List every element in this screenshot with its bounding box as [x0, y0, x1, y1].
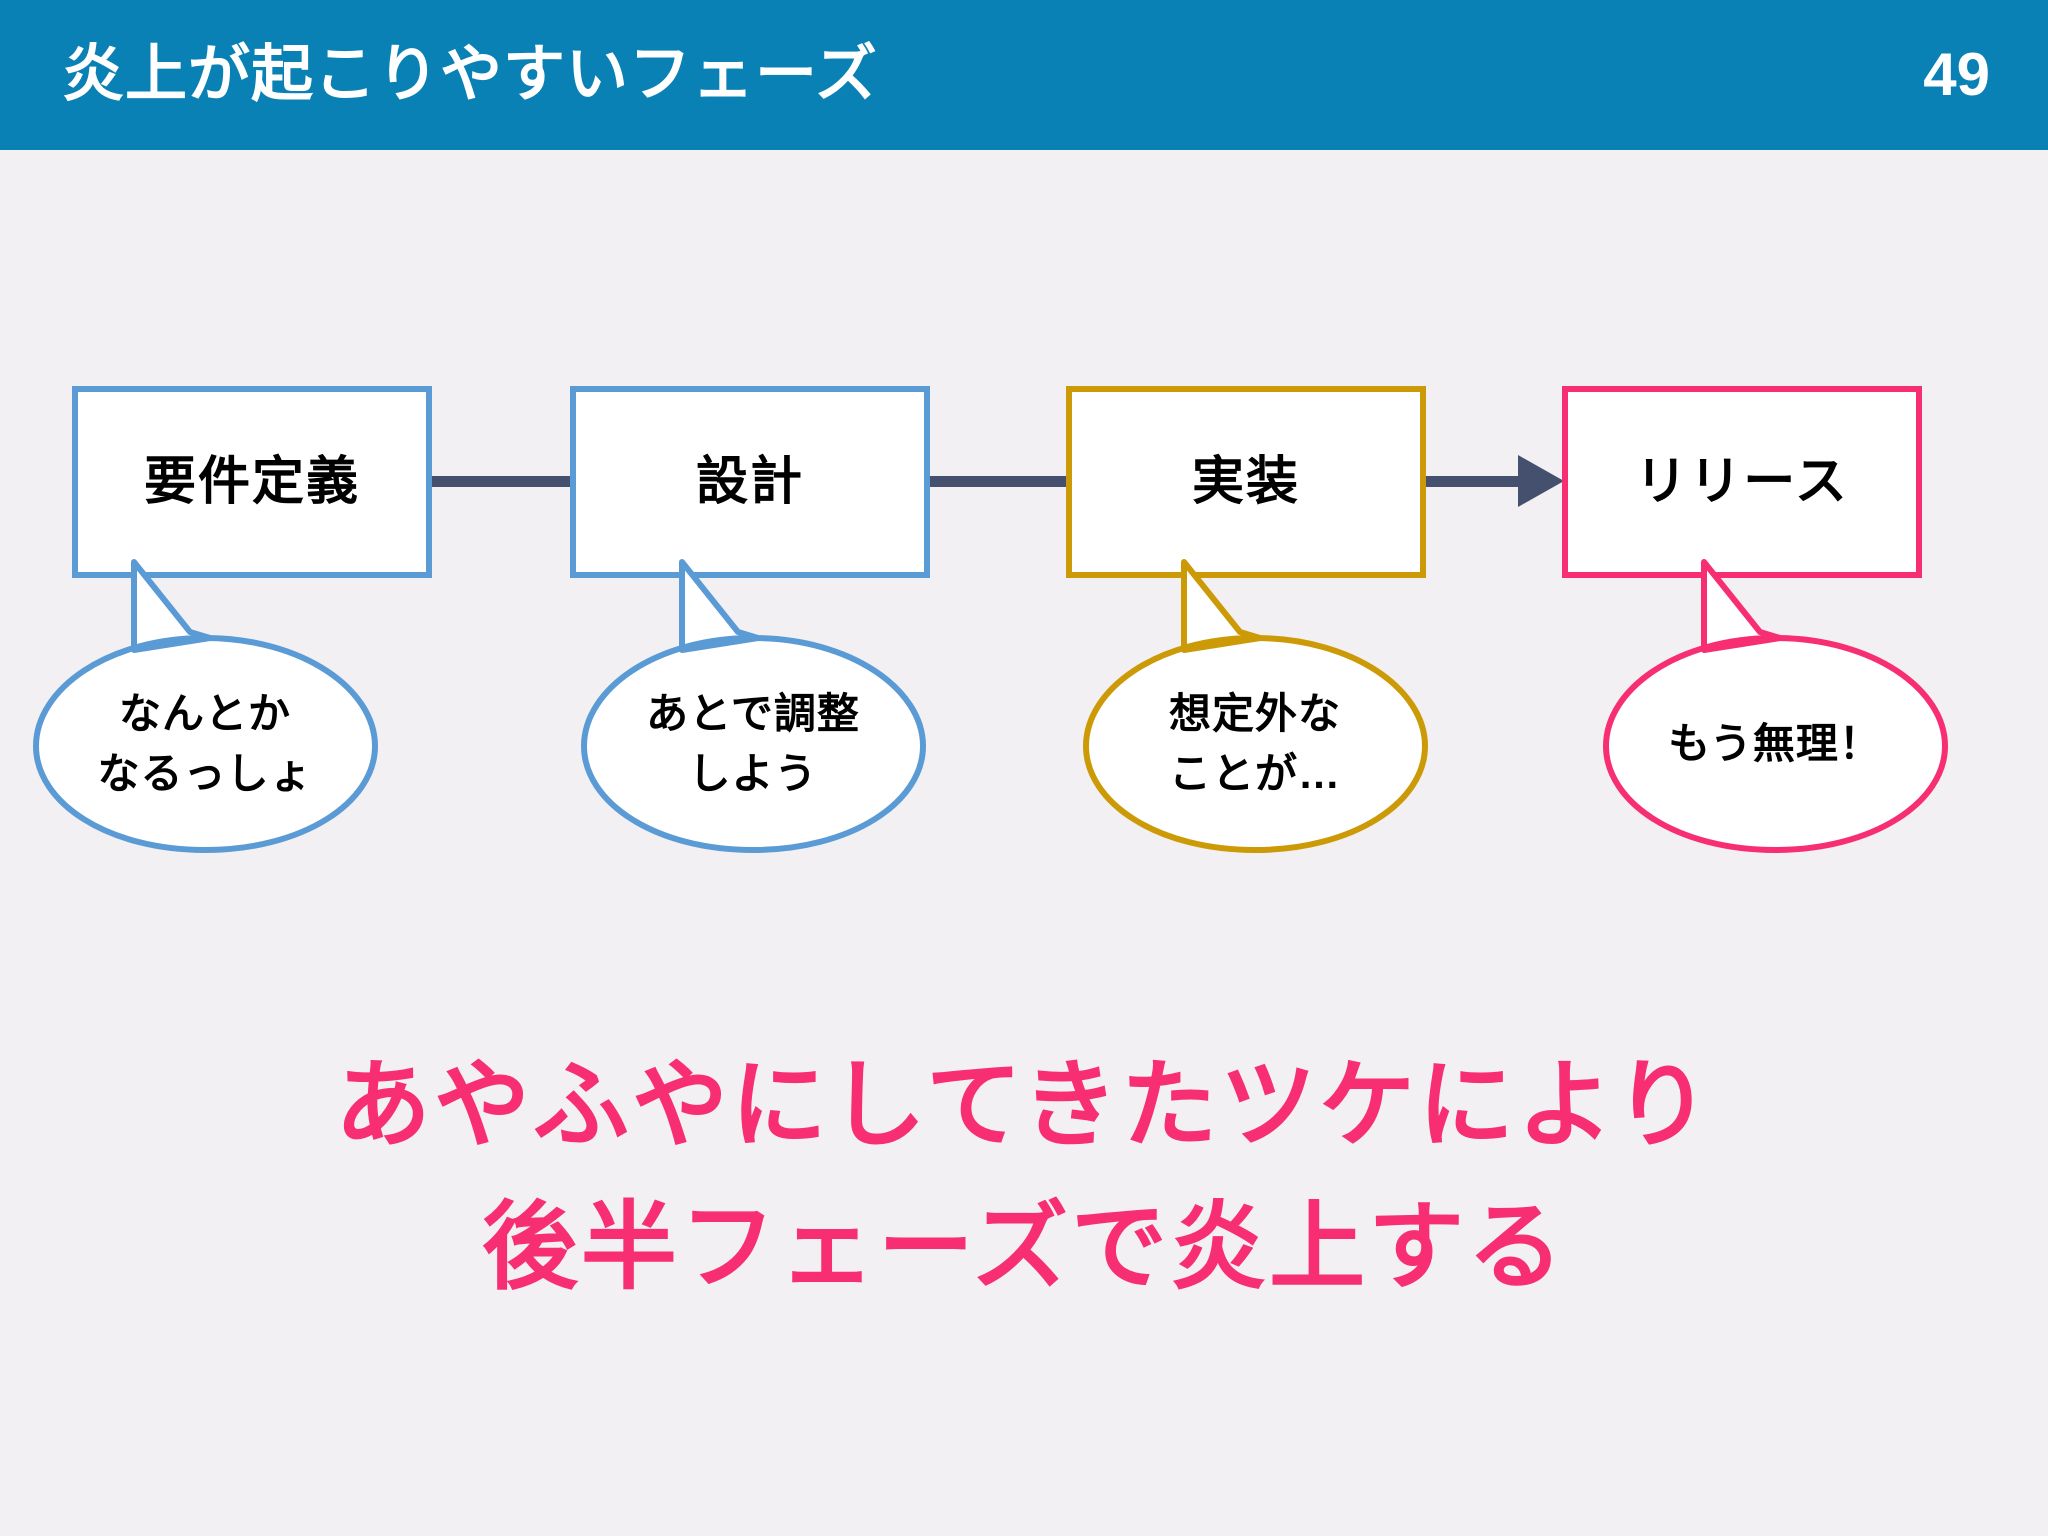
connector-line-3 — [1426, 476, 1522, 487]
phase-box-label: 要件定義 — [143, 453, 360, 511]
speech-bubble-requirements: なんとか なるっしょ — [30, 554, 380, 854]
phase-box-implementation[interactable]: 実装 — [1066, 386, 1426, 578]
speech-bubble-line: しよう — [688, 749, 818, 797]
speech-bubble-shape — [581, 559, 926, 853]
phase-box-design[interactable]: 設計 — [570, 386, 930, 578]
speech-bubble-text: 想定外な ことが… — [1080, 684, 1430, 803]
speech-bubble-line: なんとか — [118, 690, 291, 737]
phase-box-release[interactable]: リリース — [1562, 386, 1922, 578]
conclusion-text: あやふやにしてきたツケにより 後半フェーズで炎上する — [0, 1035, 2048, 1319]
speech-bubble-design: あとで調整 しよう — [578, 554, 928, 854]
speech-bubble-line: あとで調整 — [646, 690, 860, 737]
phase-box-requirements[interactable]: 要件定義 — [72, 386, 432, 578]
phase-box-label: 設計 — [695, 453, 804, 511]
speech-bubble-shape — [1083, 559, 1428, 853]
phase-flow-diagram: 要件定義 設計 実装 リリース なんとか なるっしょ あとで調整 しよう 想定外 — [0, 150, 2048, 980]
phase-box-label: リリース — [1635, 453, 1849, 511]
speech-bubble-implementation: 想定外な ことが… — [1080, 554, 1430, 854]
page-number: 49 — [1923, 41, 1990, 108]
page-title: 炎上が起こりやすいフェーズ — [62, 40, 878, 109]
arrow-head-icon — [1518, 455, 1564, 507]
speech-bubble-release: もう無理！ — [1600, 554, 1950, 854]
speech-bubble-line: もう無理！ — [1668, 720, 1882, 767]
speech-bubble-line: 想定外な — [1168, 690, 1341, 737]
speech-bubble-shape — [1603, 559, 1948, 853]
speech-bubble-text: もう無理！ — [1600, 714, 1950, 774]
speech-bubble-line: なるっしょ — [97, 749, 313, 797]
conclusion-line-1: あやふやにしてきたツケにより — [334, 1052, 1714, 1159]
slide-header: 炎上が起こりやすいフェーズ 49 — [0, 0, 2048, 150]
connector-line-1 — [432, 476, 570, 487]
speech-bubble-text: なんとか なるっしょ — [30, 684, 380, 803]
phase-box-label: 実装 — [1191, 453, 1300, 511]
speech-bubble-text: あとで調整 しよう — [578, 684, 928, 803]
conclusion-line-2: 後半フェーズで炎上する — [481, 1194, 1567, 1302]
connector-line-2 — [930, 476, 1066, 487]
speech-bubble-line: ことが… — [1168, 749, 1341, 797]
speech-bubble-shape — [33, 559, 378, 853]
